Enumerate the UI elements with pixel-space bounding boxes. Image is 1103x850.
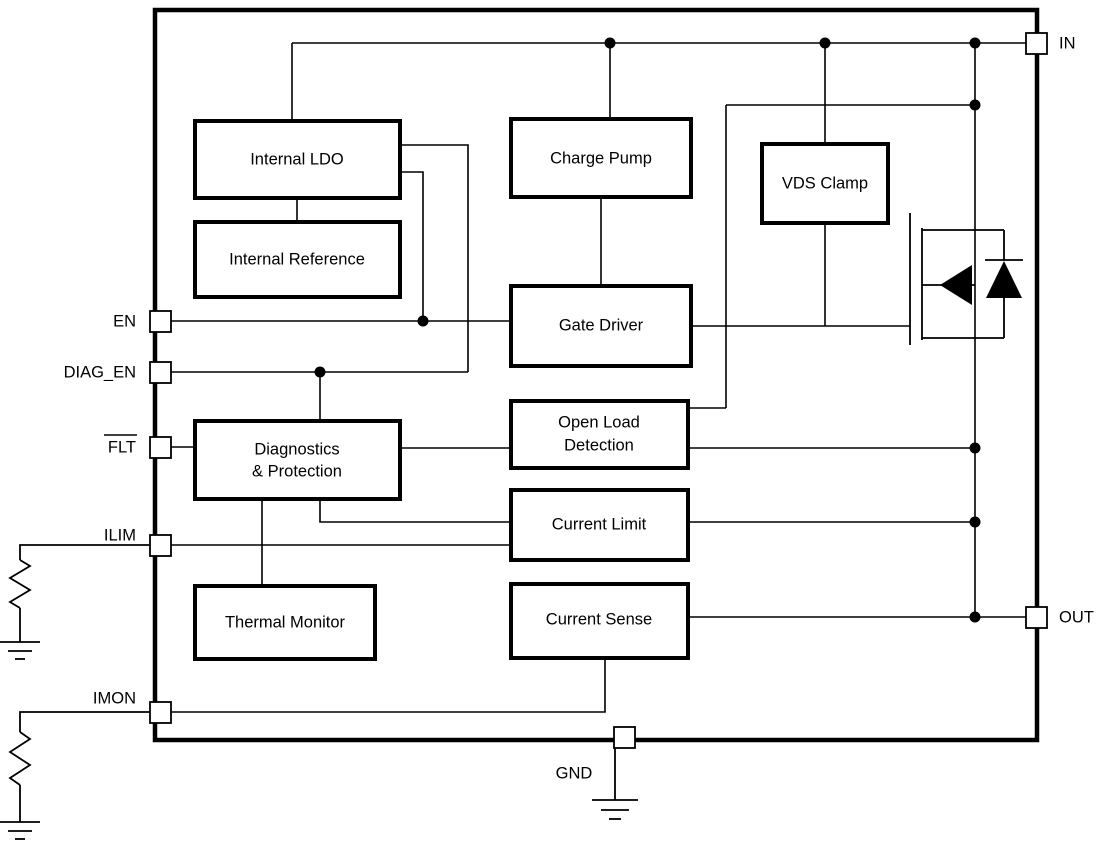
block-label-open-load-line2: Detection bbox=[564, 436, 634, 454]
ilim-ground-icon bbox=[0, 641, 40, 660]
junction-dot bbox=[314, 366, 326, 378]
imon-ground-icon bbox=[0, 821, 40, 840]
block-labels: Internal LDO Internal Reference Charge P… bbox=[225, 149, 868, 631]
block-label-diagnostics-line1: Diagnostics bbox=[254, 440, 339, 458]
gnd-ground-icon bbox=[592, 799, 638, 820]
block-current-limit bbox=[509, 488, 690, 562]
ilim-resistor-zigzag bbox=[8, 559, 32, 609]
function-blocks bbox=[193, 117, 890, 661]
pin-square-flt bbox=[149, 436, 172, 459]
pin-labels: IN OUT EN DIAG_EN FLT ILIM IMON GND bbox=[64, 34, 1094, 782]
block-vds-clamp bbox=[760, 142, 890, 225]
junction-dot bbox=[969, 611, 981, 623]
junction-dot bbox=[417, 315, 429, 327]
pin-square-diag-en bbox=[149, 361, 172, 384]
pin-label-en: EN bbox=[113, 312, 136, 330]
pin-label-gnd: GND bbox=[556, 764, 593, 782]
wire-imon-external bbox=[19, 711, 150, 732]
mosfet-arrow-icon bbox=[940, 265, 972, 305]
junction-dot bbox=[969, 516, 981, 528]
pin-label-out: OUT bbox=[1059, 608, 1094, 626]
block-label-charge-pump: Charge Pump bbox=[550, 149, 652, 167]
block-label-diagnostics-line2: & Protection bbox=[252, 462, 342, 480]
block-label-thermal-monitor: Thermal Monitor bbox=[225, 613, 346, 631]
pin-label-imon: IMON bbox=[93, 689, 136, 707]
junction-dot bbox=[969, 99, 981, 111]
block-charge-pump bbox=[509, 117, 693, 199]
wire-network bbox=[170, 42, 1026, 713]
junction-dots bbox=[314, 37, 981, 623]
block-label-current-limit: Current Limit bbox=[552, 515, 647, 533]
block-label-vds-clamp: VDS Clamp bbox=[782, 174, 868, 192]
body-diode-triangle-icon bbox=[986, 261, 1022, 298]
wire-diagnostics-to-currentlimit bbox=[319, 499, 511, 523]
pin-square-en bbox=[149, 310, 172, 333]
pin-label-flt: FLT bbox=[108, 438, 136, 456]
block-label-internal-ldo: Internal LDO bbox=[250, 150, 344, 168]
block-thermal-monitor bbox=[193, 584, 377, 661]
pin-label-diag-en: DIAG_EN bbox=[64, 363, 136, 381]
junction-dot bbox=[604, 37, 616, 49]
block-label-gate-driver: Gate Driver bbox=[559, 316, 644, 334]
gnd-external-network bbox=[592, 747, 638, 820]
pin-square-gnd bbox=[613, 726, 636, 749]
wire-ilim-external bbox=[19, 544, 150, 560]
junction-dot bbox=[969, 442, 981, 454]
pin-squares bbox=[149, 32, 1048, 749]
junction-dot bbox=[969, 37, 981, 49]
block-internal-ldo bbox=[193, 119, 402, 200]
pin-square-imon bbox=[149, 701, 172, 724]
pin-square-ilim bbox=[149, 534, 172, 557]
power-mosfet bbox=[909, 213, 1023, 345]
pin-label-in: IN bbox=[1059, 34, 1076, 52]
block-label-current-sense: Current Sense bbox=[546, 610, 652, 628]
block-open-load-detection bbox=[509, 399, 690, 470]
pin-square-out bbox=[1025, 606, 1048, 629]
ilim-external-network bbox=[0, 544, 150, 660]
block-label-open-load-line1: Open Load bbox=[558, 413, 640, 431]
imon-external-network bbox=[0, 711, 150, 840]
block-diagnostics bbox=[193, 419, 402, 501]
ic-outline bbox=[152, 7, 1040, 743]
wire-currentsense-to-imon bbox=[170, 658, 606, 713]
block-gate-driver bbox=[509, 284, 693, 368]
pin-square-in bbox=[1025, 32, 1048, 55]
wire-ldo-out-a bbox=[400, 144, 469, 372]
wire-ldo-out-b bbox=[400, 171, 424, 321]
block-internal-reference bbox=[193, 220, 402, 299]
block-label-internal-reference: Internal Reference bbox=[229, 250, 365, 268]
junction-dot bbox=[819, 37, 831, 49]
block-current-sense bbox=[509, 582, 690, 660]
imon-resistor-zigzag bbox=[8, 731, 32, 786]
pin-label-ilim: ILIM bbox=[104, 526, 136, 544]
